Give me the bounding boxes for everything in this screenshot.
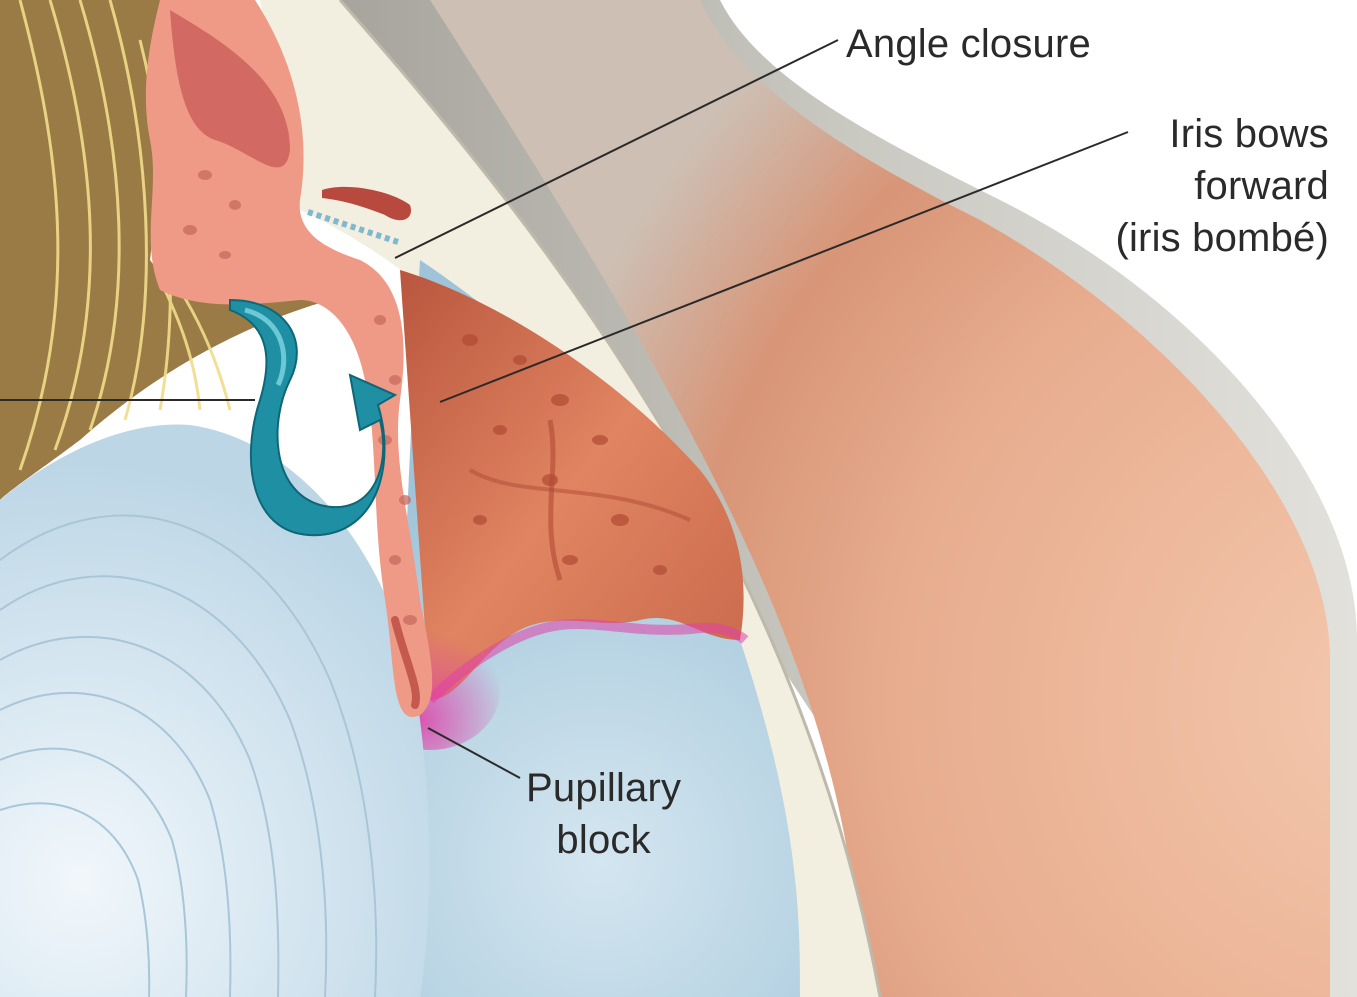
iris-bombe-label: Iris bows forward (iris bombé) <box>1115 108 1329 264</box>
angle-closure-label: Angle closure <box>846 18 1091 70</box>
iris-bombe-line-3: (iris bombé) <box>1115 212 1329 264</box>
pupillary-block-line-1: Pupillary <box>526 762 681 814</box>
iris-bombe-line-1: Iris bows <box>1115 108 1329 160</box>
angle-closure-text: Angle closure <box>846 18 1091 70</box>
pupillary-block-line-2: block <box>526 814 681 866</box>
pupillary-block-label: Pupillary block <box>526 762 681 866</box>
iris-bombe-line-2: forward <box>1115 160 1329 212</box>
